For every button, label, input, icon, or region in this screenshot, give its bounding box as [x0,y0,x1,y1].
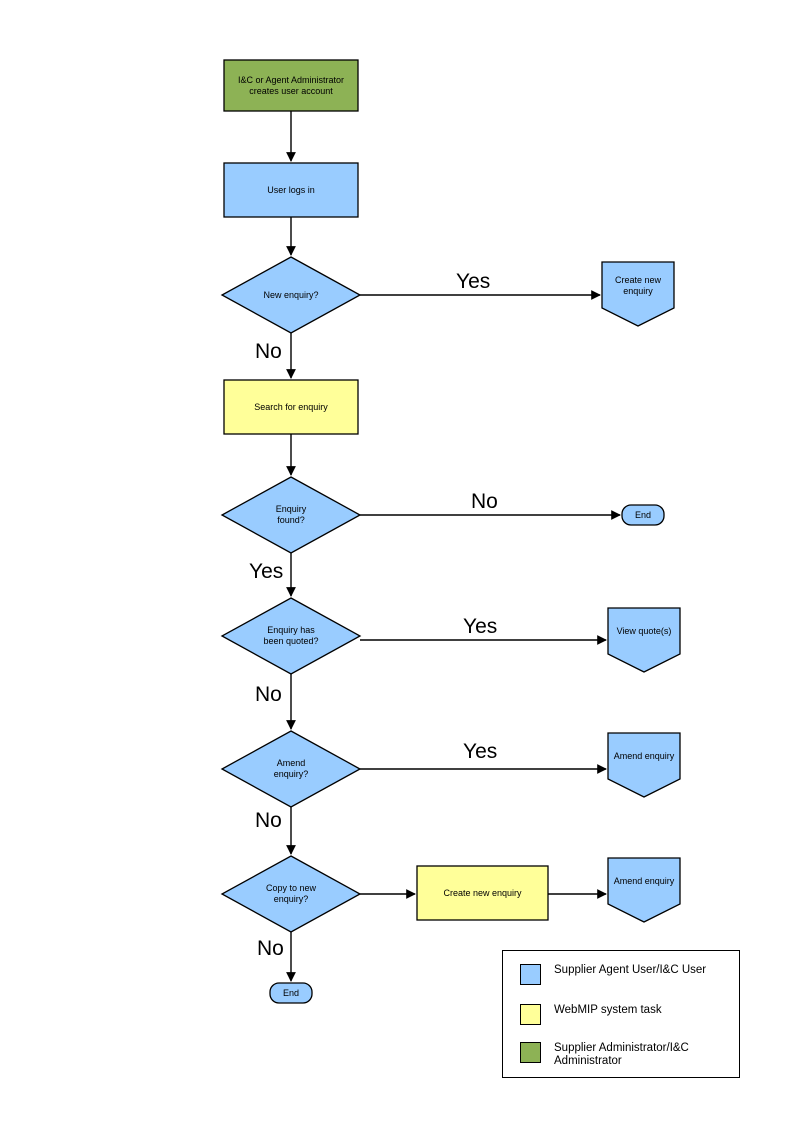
node-enquiry-quoted-decision[interactable] [220,597,362,675]
label-end-top: End [634,510,651,520]
node-admin-creates-account[interactable] [223,59,359,112]
node-enquiry-found-decision[interactable] [220,476,362,554]
legend-item-supplier-agent-user: Supplier Agent User/I&C User [520,964,706,985]
node-end-bottom[interactable] [269,982,313,1004]
legend-label-supplier-administrator: Supplier Administrator/I&C Administrator [554,1042,689,1067]
edge-label-new-enquiry-yes: Yes [456,270,491,293]
node-end-top[interactable] [621,504,665,526]
legend-label-supplier-agent-user: Supplier Agent User/I&C User [554,964,707,976]
legend-item-webmip-system-task: WebMIP system task [520,1004,662,1025]
node-new-enquiry-decision[interactable] [220,256,362,334]
edge-label-new-enquiry-no: No [255,340,282,363]
edge-label-found-yes: Yes [249,560,284,583]
edge-label-quoted-yes: Yes [463,615,498,638]
node-view-quotes[interactable] [607,607,681,673]
label-end-bottom: End [282,988,299,998]
edge-label-amend-no: No [255,809,282,832]
node-amend-enquiry-bottom[interactable] [607,857,681,923]
edge-label-found-no: No [471,490,498,513]
node-create-new-enquiry-top[interactable] [601,261,675,327]
edge-label-copy-no: No [257,937,284,960]
node-amend-enquiry-decision[interactable] [220,730,362,808]
node-copy-to-new-enquiry-decision[interactable] [220,855,362,933]
legend: Supplier Agent User/I&C User WebMIP syst… [502,950,740,1078]
legend-swatch-blue [520,964,541,985]
node-amend-enquiry-mid[interactable] [607,732,681,798]
legend-swatch-yellow [520,1004,541,1025]
edge-label-quoted-no: No [255,683,282,706]
node-search-for-enquiry[interactable] [223,379,359,435]
node-create-new-enquiry-bottom[interactable] [416,865,549,921]
legend-swatch-green [520,1042,541,1063]
edge-label-amend-yes: Yes [463,740,498,763]
edge-group [286,111,621,982]
node-user-logs-in[interactable] [223,162,359,218]
legend-item-supplier-administrator: Supplier Administrator/I&C Administrator [520,1042,689,1068]
legend-label-webmip-system-task: WebMIP system task [554,1004,662,1016]
